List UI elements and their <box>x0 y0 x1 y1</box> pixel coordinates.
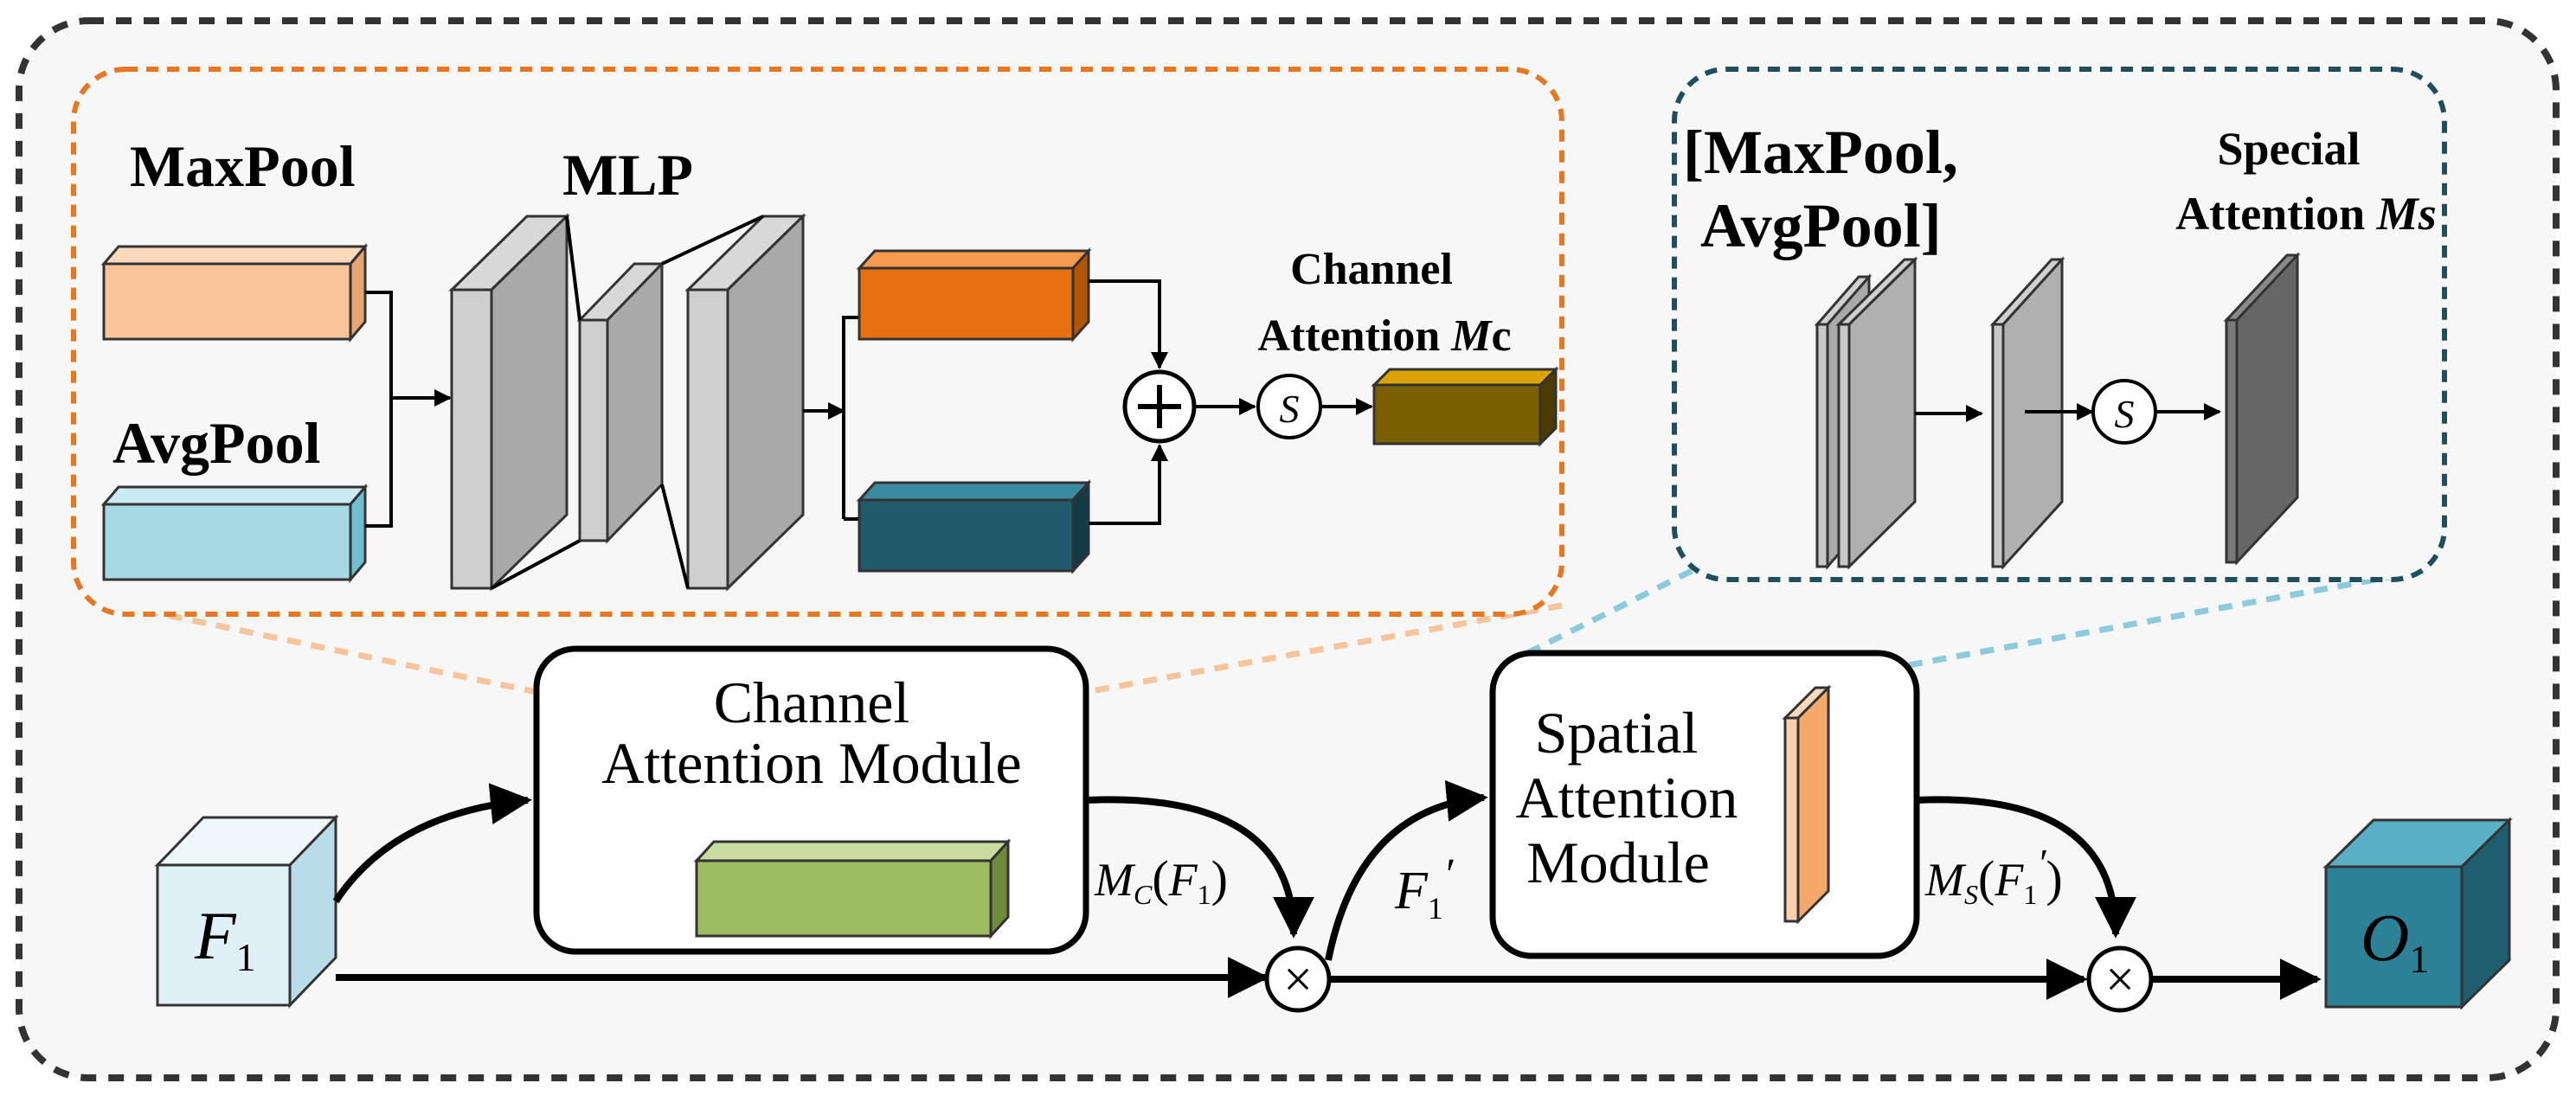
sam-orange-block <box>1782 684 1832 925</box>
spatial-pool-label-1: [MaxPool, <box>1683 118 1958 187</box>
special-attention-label-2: Attention Ms <box>2175 188 2437 240</box>
sam-title-3: Module <box>1526 830 1710 895</box>
input-feature-cube <box>154 814 339 1009</box>
orange-to-plus <box>1089 279 1168 369</box>
ms-label: MS(F1′) <box>1924 841 2063 910</box>
channel-attention-title-2: Attention Mc <box>1257 311 1511 361</box>
channel-sigmoid-symbol: S <box>1280 387 1300 431</box>
sam-title-2: Attention <box>1516 765 1738 830</box>
spatial-zoom-line-right <box>1903 567 2424 670</box>
cam-title-1: Channel <box>714 670 910 735</box>
mc-label: MC(F1) <box>1094 850 1228 910</box>
spatial-sigmoid-symbol: S <box>2115 392 2135 436</box>
cam-green-block <box>693 838 1012 939</box>
pool-merge-connector <box>365 291 393 528</box>
avgpool-block <box>100 483 369 584</box>
special-attention-label-1: Special <box>2217 123 2360 175</box>
multiply-node-1-symbol: × <box>1283 951 1313 1008</box>
channel-attention-title-1: Channel <box>1290 245 1453 294</box>
spatial-pooled-maps <box>1814 256 1918 570</box>
channel-detail-panel <box>71 67 1564 617</box>
teal-to-plus <box>1089 444 1168 525</box>
maxpool-label: MaxPool <box>130 133 356 199</box>
mlp-output-teal <box>856 479 1092 574</box>
input-to-cam-arrow <box>332 783 532 904</box>
output-feature-cube <box>2322 817 2513 1010</box>
mlp-connector-bottom-1 <box>491 539 581 590</box>
mlp-connector-top-2 <box>661 215 764 266</box>
sam-to-times-arrow <box>1916 796 2136 939</box>
mlp-output-orange <box>856 247 1092 343</box>
maxpool-block <box>100 242 369 343</box>
spatial-attention-map <box>2223 252 2301 566</box>
sam-title-1: Spatial <box>1535 700 1699 766</box>
spatial-pool-label-2: AvgPool] <box>1700 191 1942 260</box>
times-to-sam-arrow <box>1325 779 1488 961</box>
mlp-layer-1 <box>448 213 570 592</box>
f1prime-label: F1′ <box>1394 850 1455 926</box>
channel-zoom-line-right <box>1085 602 1563 695</box>
cam-title-2: Attention Module <box>601 730 1021 796</box>
channel-attention-block <box>1371 366 1559 447</box>
multiply-node-2-symbol: × <box>2105 951 2135 1008</box>
mlp-connector-top-1 <box>565 215 581 321</box>
input-feature-label: F1 <box>194 898 256 979</box>
output-feature-label: O1 <box>2361 900 2429 981</box>
mlp-connector-bottom-2 <box>660 484 690 589</box>
mlp-label: MLP <box>562 142 693 208</box>
mlp-layer-3 <box>684 213 806 592</box>
cam-to-times-arrow <box>1085 796 1314 939</box>
avgpool-label: AvgPool <box>112 410 321 476</box>
